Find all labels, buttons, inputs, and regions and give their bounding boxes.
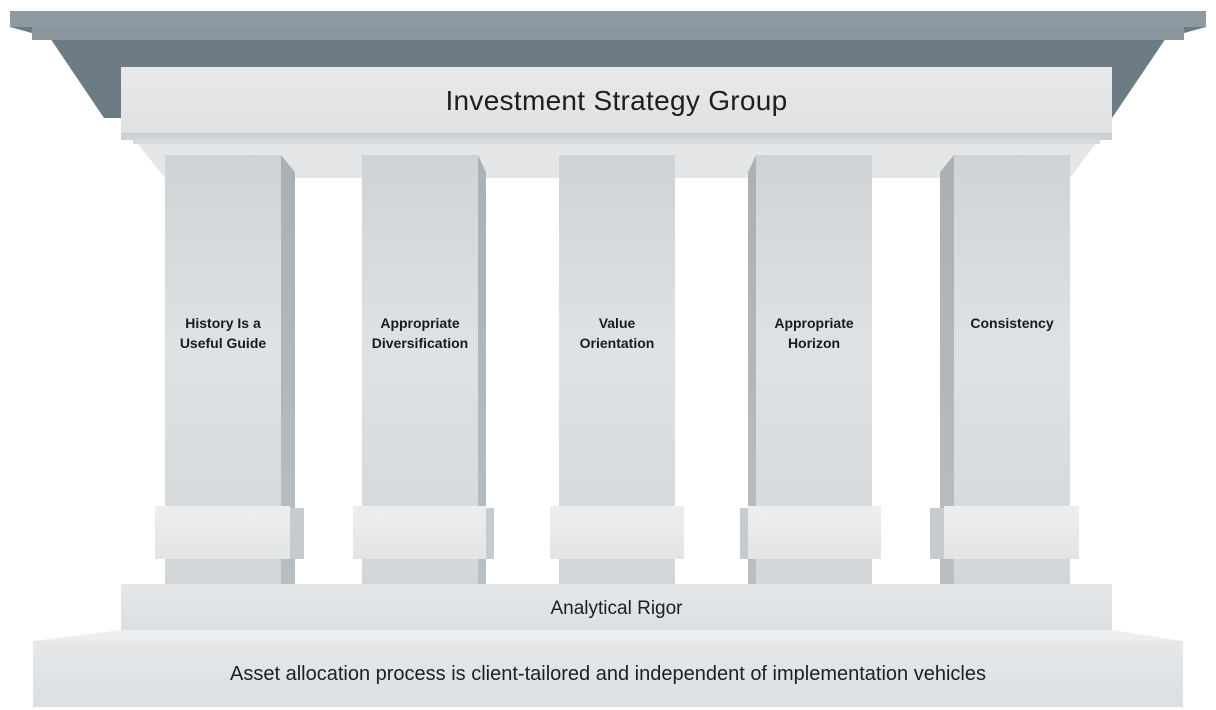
pillar-label-line: Useful Guide: [179, 335, 267, 351]
base-taper-face: [33, 630, 1183, 641]
base-step-rigor: Analytical Rigor: [121, 584, 1112, 633]
pillar-5-band-shadow: [930, 508, 944, 559]
diagram-title: Investment Strategy Group: [445, 84, 788, 116]
pillar-label: Appropriate Horizon: [750, 313, 878, 353]
pillar-2-band: [353, 506, 486, 559]
pillar-4-band: [748, 506, 881, 559]
base-label: Analytical Rigor: [550, 597, 683, 619]
pillar-label-line: Orientation: [579, 335, 655, 351]
pillar-label: History Is a Useful Guide: [159, 313, 287, 353]
pillar-label-line: Appropriate: [774, 315, 854, 331]
pillar-label-line: Value: [598, 315, 636, 331]
pillar-label: Value Orientation: [553, 313, 681, 353]
entablature-strip: [121, 134, 1112, 140]
pillar-label: Consistency: [948, 313, 1076, 333]
roof-top-band: [10, 11, 1206, 27]
capital-edge: [133, 138, 1100, 144]
base-step-taper: [33, 630, 1183, 641]
pillar-3-band: [550, 506, 684, 559]
pillar-1-band-shadow: [290, 508, 304, 559]
pillar-shadow: [281, 155, 295, 585]
pillar-label-line: Consistency: [970, 315, 1054, 331]
pillar-label-line: History Is a: [185, 315, 261, 331]
foundation-step: Asset allocation process is client-tailo…: [33, 641, 1183, 707]
pillar-label-line: Appropriate: [380, 315, 460, 331]
pillar-shadow: [940, 155, 954, 585]
pillar-1-band: [155, 506, 290, 559]
pillar-label-line: Horizon: [787, 335, 841, 351]
pillar-5-band: [944, 506, 1079, 559]
pillar-4-band-shadow: [740, 508, 748, 559]
pillar-label: Appropriate Diversification: [356, 313, 484, 353]
entablature-title-band: Investment Strategy Group: [121, 67, 1112, 134]
roof-inner-band: [32, 27, 1184, 40]
pillar-shadow: [748, 155, 756, 585]
pillar-shadow: [478, 155, 486, 585]
pillar-label-line: Diversification: [371, 335, 469, 351]
foundation-label: Asset allocation process is client-tailo…: [230, 662, 986, 685]
pillar-2-band-shadow: [486, 508, 494, 559]
